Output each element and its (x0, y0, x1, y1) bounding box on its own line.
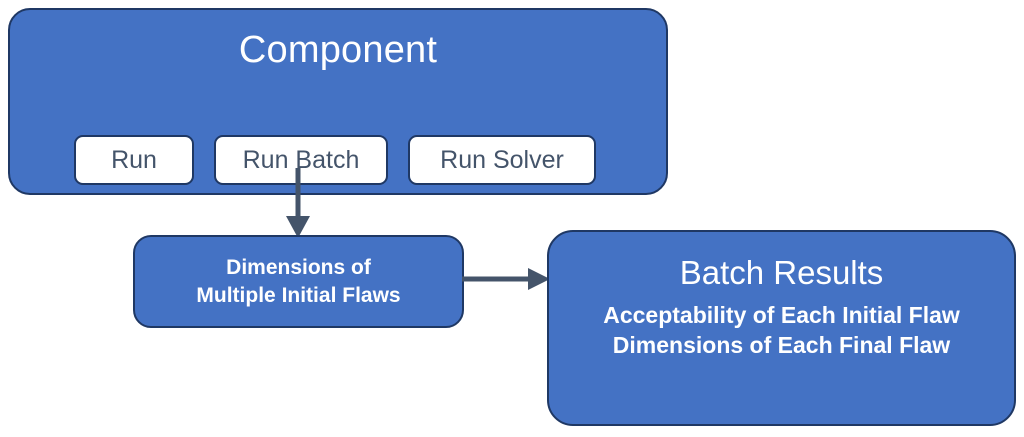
node-batch-results-title: Batch Results (679, 254, 884, 291)
run-solver-button[interactable]: Run Solver (408, 135, 596, 185)
run-batch-button[interactable]: Run Batch (214, 135, 388, 185)
arrow-dimensions-to-batch-results-icon (462, 268, 550, 290)
arrow-run-batch-to-dimensions-icon (286, 168, 310, 238)
node-component[interactable]: Component Run Run Batch Run Solver (8, 8, 668, 195)
node-component-title: Component (238, 29, 438, 71)
node-dimensions-text: Dimensions of Multiple Initial Flaws (196, 255, 401, 307)
node-dimensions-of-multiple-initial-flaws[interactable]: Dimensions of Multiple Initial Flaws (133, 235, 464, 328)
node-batch-results[interactable]: Batch Results Acceptability of Each Init… (547, 230, 1016, 426)
component-button-group: Run Run Batch Run Solver (10, 135, 666, 185)
node-batch-results-details: Acceptability of Each Initial Flaw Dimen… (603, 302, 960, 358)
run-button[interactable]: Run (74, 135, 194, 185)
